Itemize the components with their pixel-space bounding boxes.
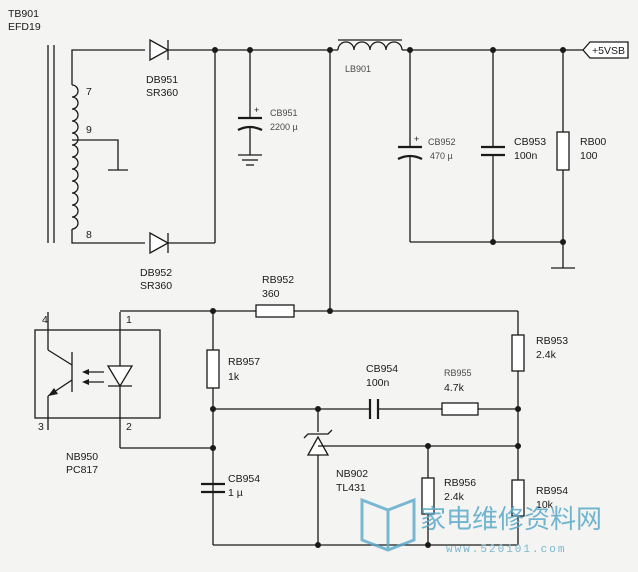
output-flag [582,41,629,59]
capacitor-cb954a-ref: CB954 [366,363,398,375]
transformer-ref: TB901 [8,8,39,20]
opto-pin-3: 3 [38,421,44,433]
regulator-nb902 [303,409,518,545]
resistor-rb957 [206,311,220,545]
capacitor-cb951-ref: CB951 [270,108,298,118]
resistor-rb00 [551,50,575,269]
resistor-rb956 [421,446,435,545]
opto-part: PC817 [66,464,98,476]
opto-pin-1: 1 [126,314,132,326]
transformer-pin-8: 8 [86,229,92,241]
opto-pin-2: 2 [126,421,132,433]
resistor-rb956-value: 2.4k [444,491,465,503]
watermark-logo [360,497,416,552]
capacitor-cb954b-value: 1 µ [228,487,243,499]
watermark-text: 家电维修资料网 [420,505,602,535]
regulator-part: TL431 [336,482,366,494]
resistor-rb954-ref: RB954 [536,485,568,497]
watermark-url: www.520101.com [446,544,566,556]
opto-pin-4: 4 [42,314,48,326]
output-label: +5VSB [592,45,625,57]
resistor-rb953-value: 2.4k [536,349,557,361]
resistor-rb957-ref: RB957 [228,356,260,368]
inductor-lb901 [337,39,403,51]
resistor-rb953-ref: RB953 [536,335,568,347]
resistor-rb954-value: 10k [536,499,554,511]
resistor-rb955-ref: RB955 [444,368,472,378]
capacitor-cb952-ref: CB952 [428,137,456,147]
diode-db952-part: SR360 [140,280,172,292]
resistor-rb952-ref: RB952 [262,274,294,286]
optocoupler-nb950 [34,312,161,448]
svg-text:+: + [254,105,259,115]
resistor-rb957-value: 1k [228,371,240,383]
capacitor-cb952-value: 470 µ [430,151,453,161]
diode-db951-ref: DB951 [146,74,178,86]
transformer-tb901 [47,45,145,244]
capacitor-cb951: + [237,50,263,166]
resistor-rb954 [511,479,525,545]
diode-db952 [149,231,215,255]
transformer-pin-9: 9 [86,124,92,136]
diode-db952-ref: DB952 [140,267,172,279]
resistor-rb955-value: 4.7k [444,382,465,394]
capacitor-cb951-value: 2200 µ [270,122,298,132]
diode-db951 [149,38,215,62]
resistor-rb953 [511,311,525,480]
capacitor-cb954b-ref: CB954 [228,473,260,485]
regulator-ref: NB902 [336,468,368,480]
transformer-pin-7: 7 [86,86,92,98]
capacitor-cb954-1u [201,482,225,494]
svg-text:+: + [414,134,419,144]
capacitor-cb954a-value: 100n [366,377,390,389]
resistor-rb955 [441,402,479,416]
resistor-rb00-value: 100 [580,150,598,162]
resistor-rb00-ref: RB00 [580,136,606,148]
resistor-rb956-ref: RB956 [444,477,476,489]
capacitor-cb954-100n [368,399,442,419]
resistor-rb952-value: 360 [262,288,280,300]
capacitor-cb953 [481,50,505,242]
opto-ref: NB950 [66,451,98,463]
resistor-rb952 [255,304,295,318]
capacitor-cb953-value: 100n [514,150,538,162]
transformer-part: EFD19 [8,21,41,33]
inductor-ref: LB901 [345,64,371,74]
capacitor-cb952: + [397,50,423,242]
capacitor-cb953-ref: CB953 [514,136,546,148]
diode-db951-part: SR360 [146,87,178,99]
